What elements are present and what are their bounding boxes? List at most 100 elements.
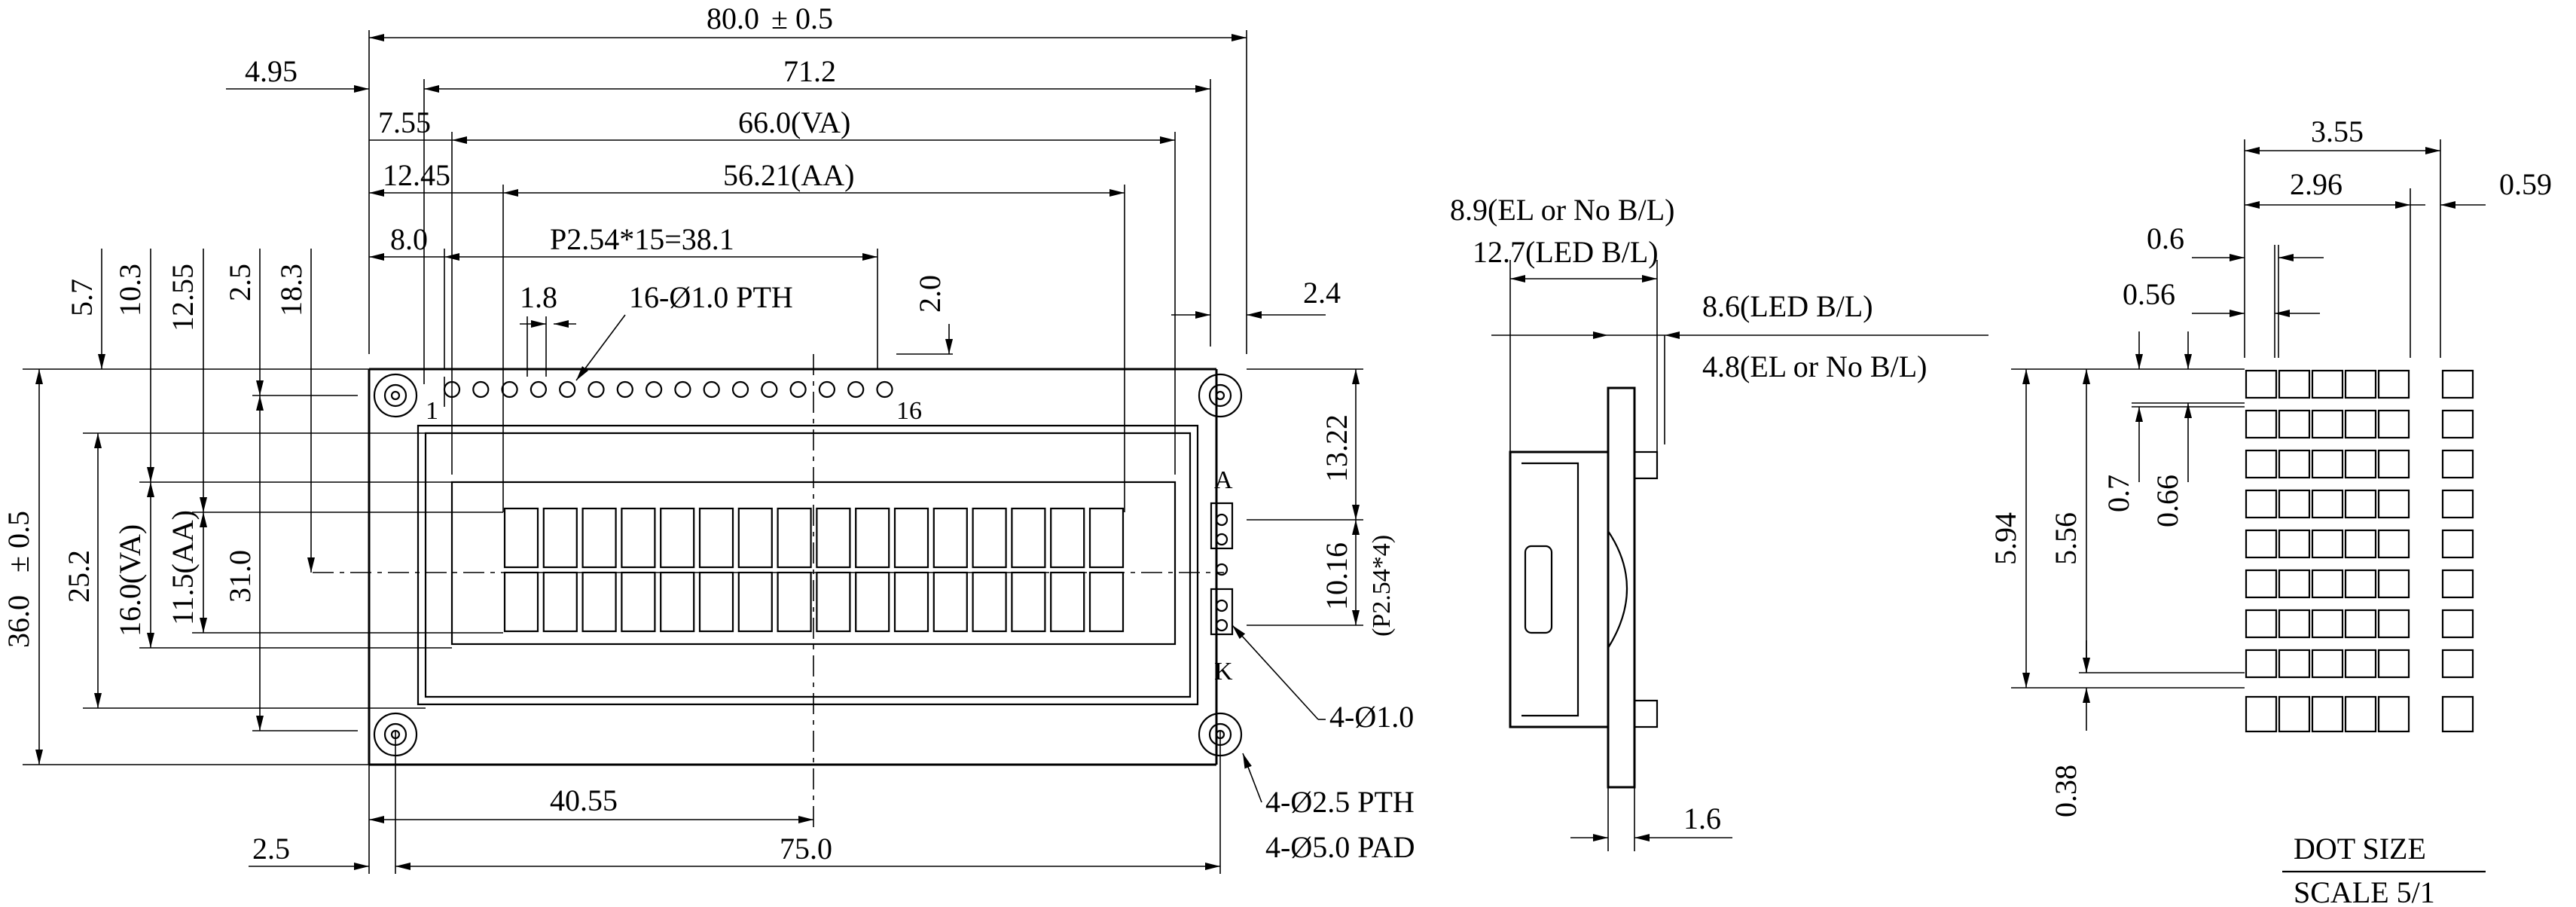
character-cell [777, 571, 812, 633]
dim-led-from-top: 13.22 [1320, 414, 1354, 482]
dot [2278, 489, 2311, 519]
pin-hole-label: 16-Ø1.0 PTH [629, 280, 793, 314]
character-cell [1011, 507, 1046, 569]
led-hole [1215, 618, 1228, 632]
dot [2441, 369, 2474, 399]
pin-hole [501, 380, 518, 399]
dot [2344, 489, 2377, 519]
dim-module-led: 8.6(LED B/L) [1702, 289, 1873, 323]
dim-aa-width: 56.21(AA) [723, 158, 854, 192]
dim-offset-8-0: 8.0 [390, 222, 428, 256]
dot [2311, 609, 2344, 639]
character-cell [698, 571, 734, 633]
side-pin-top [1633, 450, 1659, 480]
pin-hole [645, 380, 663, 399]
dot [2278, 569, 2311, 599]
dot [2377, 649, 2410, 679]
dim-gap-w: 0.59 [2499, 167, 2552, 201]
dot-grid [2245, 369, 2474, 733]
cursor-dot [2245, 695, 2278, 733]
dim-char-w: 2.96 [2290, 167, 2343, 201]
dot [2245, 369, 2278, 399]
side-backlight [1607, 530, 1628, 649]
dot [2311, 489, 2344, 519]
mount-hole-label: 4-Ø2.5 PTH [1265, 785, 1415, 819]
dot [2441, 489, 2474, 519]
dot [2278, 369, 2311, 399]
cursor-dot [2311, 695, 2344, 733]
dot [2245, 449, 2278, 479]
pin-hole [472, 380, 490, 399]
side-pcb [1607, 386, 1636, 789]
dot [2245, 649, 2278, 679]
pin-hole [876, 380, 893, 399]
dim-bottom-left: 2.5 [252, 832, 290, 866]
pin-hole [674, 380, 691, 399]
mount-hole-center [1215, 390, 1225, 401]
dot [2311, 649, 2344, 679]
dim-center-dist: 40.55 [550, 783, 618, 817]
dot [2311, 449, 2344, 479]
dot [2377, 409, 2410, 439]
dim-led-pitch-note: (P2.54*4) [1368, 535, 1396, 637]
character-cell [855, 571, 890, 633]
dot [2441, 449, 2474, 479]
character-cell [816, 571, 851, 633]
dot [2245, 569, 2278, 599]
mount-pad [373, 373, 418, 418]
dim-overall-width: 80.0 [707, 2, 759, 35]
pin-header [443, 377, 893, 407]
side-view: 8.9(EL or No B/L) 12.7(LED B/L) 8.6(LED … [1450, 193, 1988, 851]
character-cell [542, 571, 578, 633]
cursor-dot [2377, 695, 2410, 733]
character-cell [621, 507, 656, 569]
pin-hole [588, 380, 605, 399]
dim-module-el: 4.8(EL or No B/L) [1702, 350, 1927, 383]
dim-char-pitch-h: 5.94 [1988, 512, 2022, 565]
dot [2245, 409, 2278, 439]
dim-pin-span: P2.54*15=38.1 [550, 222, 734, 256]
dim-dot-pitch-w: 0.6 [2147, 221, 2184, 255]
dot [2245, 609, 2278, 639]
dot [2245, 529, 2278, 559]
pin-hole [559, 380, 576, 399]
dot [2377, 569, 2410, 599]
cursor-dot [2441, 695, 2474, 733]
dot [2377, 609, 2410, 639]
dim-hole-pitch-bottom: 75.0 [780, 832, 832, 866]
dim-pcb-thickness: 1.6 [1683, 802, 1721, 835]
dot [2344, 369, 2377, 399]
character-cell [660, 507, 695, 569]
pin-hole [703, 380, 720, 399]
dot [2344, 609, 2377, 639]
front-view: A K 1 16 80.0 ± 0.5 71.2 4.95 66.0(VA) 7… [2, 2, 1415, 874]
led-pad-a [1210, 502, 1234, 550]
dot-size-title: DOT SIZE [2294, 832, 2426, 866]
character-cell [621, 571, 656, 633]
led-label-a: A [1214, 466, 1233, 494]
led-label-k: K [1214, 658, 1233, 686]
pin-hole [616, 380, 633, 399]
led-hole [1215, 513, 1228, 527]
dim-offset-7-55: 7.55 [378, 105, 431, 139]
dim-char-pitch-w: 3.55 [2311, 115, 2364, 148]
dot-detail: 3.55 2.96 0.59 0.6 0.56 5.94 5.56 0.7 0.… [1988, 115, 2552, 907]
cursor-dot [2278, 695, 2311, 733]
character-cell [1088, 571, 1125, 633]
character-cell [503, 571, 539, 633]
character-cell [777, 507, 812, 569]
dim-right-offset: 2.4 [1303, 276, 1341, 310]
character-cell [1088, 507, 1125, 569]
pin16-label: 16 [896, 397, 922, 425]
dim-aa-height: 11.5(AA) [166, 510, 200, 625]
character-cell [972, 571, 1007, 633]
bottom-dimensions: 75.0 2.5 40.55 4-Ø2.5 PTH 4-Ø5.0 PAD [249, 731, 1415, 874]
bezel-inner [417, 424, 1199, 706]
character-cell [1050, 507, 1085, 569]
dim-overall-height-tol: ± 0.5 [2, 511, 35, 573]
dim-char-h: 5.56 [2049, 512, 2083, 565]
dot [2441, 649, 2474, 679]
character-cell [737, 571, 773, 633]
dim-offset-2-5: 2.5 [223, 264, 257, 301]
